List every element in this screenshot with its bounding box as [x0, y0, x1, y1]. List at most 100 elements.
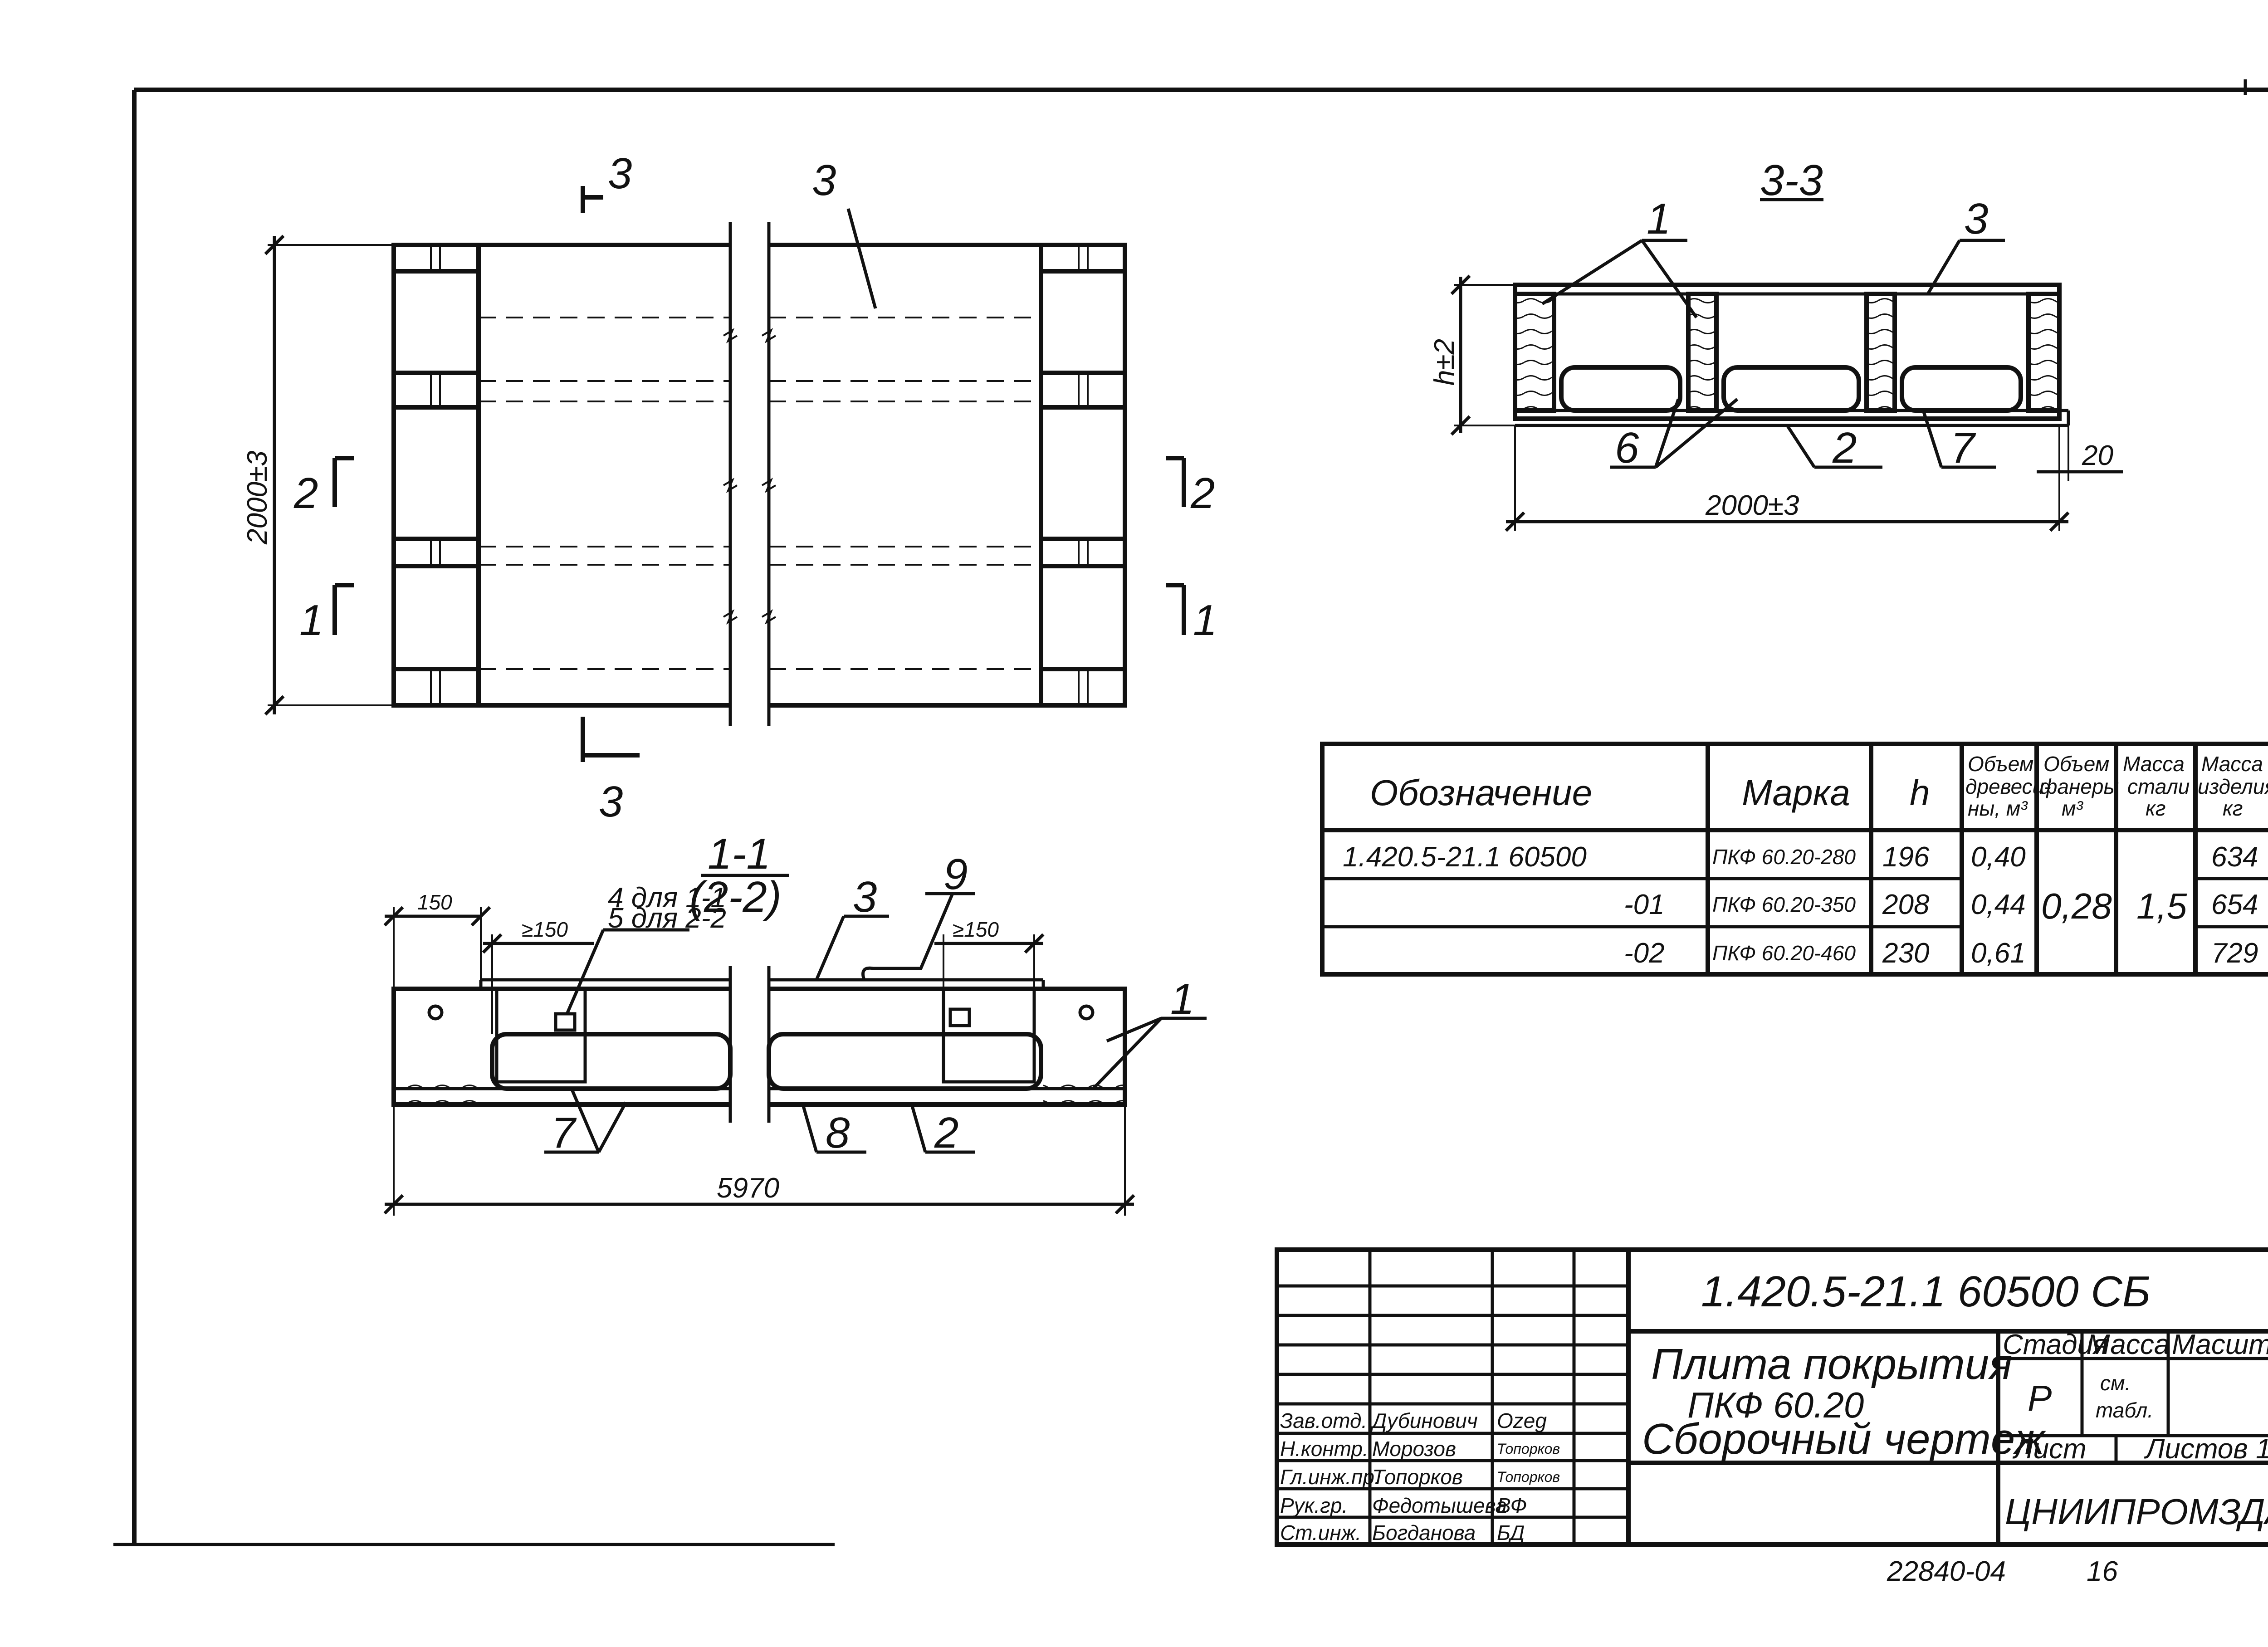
section-11-note-5: 5 для 2-2 [608, 903, 726, 934]
title-block [1275, 1247, 2268, 1547]
section-11-note-4: 4 для 1-1 [608, 882, 726, 914]
title-line-2: ПКФ 60.20 [1687, 1385, 1864, 1425]
section-33-overhang-dimension: 20 [2082, 440, 2113, 471]
plan-cut-3-bottom: 3 [599, 777, 623, 826]
title-doc-code: 1.420.5-21.1 60500 СБ [1701, 1267, 2151, 1316]
table-row-2-mark: ПКФ 60.20-350 [1712, 893, 1856, 916]
section-11-callout-3: 3 [853, 873, 877, 921]
table-merged-vol-ply: 0,28 [2041, 886, 2112, 926]
section-33-callout-7: 7 [1950, 424, 1976, 472]
section-1-1 [383, 874, 1207, 1216]
section-11-callout-8: 8 [826, 1109, 850, 1157]
title-sheet-label: Лист [2012, 1433, 2087, 1465]
signature-role-2: Н.контр. [1280, 1437, 1369, 1461]
table-header-designation: Обозначение [1370, 772, 1592, 813]
table-header-h: h [1910, 772, 1930, 813]
table-row-3-h: 230 [1882, 938, 1929, 969]
title-organization: ЦНИИПРОМЗДАНИЙ [2005, 1491, 2268, 1532]
archive-sheet: 16 [2087, 1556, 2118, 1587]
section-33-height-dimension: h±2 [1429, 339, 1460, 386]
table-row-3-vol-wood: 0,61 [1971, 938, 2026, 969]
section-11-callout-7: 7 [551, 1109, 577, 1157]
spec-table [1320, 742, 2268, 977]
table-header-vol-ply-3: м³ [2062, 797, 2084, 820]
signature-sign-3: Топорков [1497, 1469, 1560, 1485]
section-33-callout-3: 3 [1964, 195, 1988, 243]
table-header-vol-ply-2: фанеры [2040, 775, 2119, 798]
signature-sign-4: ВФ [1497, 1494, 1527, 1517]
table-row-2-designation: -01 [1624, 889, 1665, 920]
title-stage-value: Р [2028, 1378, 2052, 1418]
table-header-vol-wood-1: Объем [1968, 752, 2033, 776]
section-11-title-top: 1-1 [708, 830, 771, 878]
table-row-1-mass-item: 634 [2211, 841, 2258, 873]
signature-name-5: Богданова [1372, 1521, 1476, 1544]
title-scale-label: Масштаб [2172, 1329, 2268, 1360]
table-row-3-designation: -02 [1624, 938, 1665, 969]
signature-name-2: Морозов [1372, 1437, 1456, 1461]
table-row-2-vol-wood: 0,44 [1971, 889, 2026, 920]
signature-sign-5: БД [1497, 1521, 1525, 1544]
title-mass-value-1: см. [2100, 1371, 2131, 1395]
table-header-mass-item-3: кг [2223, 797, 2243, 820]
plan-cut-2-right: 2 [1190, 469, 1215, 518]
table-header-mass-item-2: изделия [2198, 775, 2268, 798]
table-header-mass-steel-3: кг [2146, 797, 2165, 820]
signature-role-5: Ст.инж. [1280, 1521, 1361, 1544]
section-11-callout-1: 1 [1170, 975, 1194, 1023]
sheet-frame [113, 79, 2268, 1547]
table-row-2-h: 208 [1882, 889, 1930, 920]
title-mass-label: Масса [2087, 1329, 2170, 1360]
section-33-callout-1: 1 [1647, 195, 1671, 243]
plan-cut-3-top: 3 [608, 149, 632, 198]
table-header-mark: Марка [1742, 772, 1850, 813]
plan-view [264, 186, 1186, 762]
signature-name-3: Топорков [1372, 1465, 1463, 1489]
table-header-vol-wood-3: ны, м³ [1968, 797, 2028, 820]
title-stage-label: Стадия [2003, 1329, 2108, 1360]
table-header-mass-steel-1: Масса [2123, 752, 2185, 776]
table-row-3-mark: ПКФ 60.20-460 [1712, 941, 1856, 965]
section-11-callout-9: 9 [943, 850, 968, 899]
section-33-callout-2: 2 [1832, 424, 1857, 472]
section-11-dim-ge150-left: ≥150 [522, 918, 568, 941]
section-33-title: 3-3 [1760, 156, 1823, 205]
section-11-dim-ge150-right: ≥150 [953, 918, 999, 941]
table-merged-mass-steel: 1,5 [2136, 886, 2187, 926]
table-header-vol-ply-1: Объем [2043, 752, 2109, 776]
plan-width-dimension: 2000±3 [242, 451, 273, 545]
table-row-1-vol-wood: 0,40 [1971, 841, 2026, 873]
table-row-1-designation: 1.420.5-21.1 60500 [1343, 841, 1587, 873]
title-line-3: Сборочный чертеж [1642, 1415, 2046, 1463]
table-row-1-h: 196 [1882, 841, 1930, 873]
signature-role-3: Гл.инж.пр. [1280, 1465, 1380, 1489]
page-number: 120 [2266, 47, 2268, 87]
signature-role-1: Зав.отд. [1280, 1409, 1367, 1432]
section-33-width-dimension: 2000±3 [1705, 490, 1799, 521]
table-header-mass-item-1: Масса [2201, 752, 2263, 776]
plan-cut-2-left: 2 [293, 469, 318, 518]
signature-role-4: Рук.гр. [1280, 1494, 1348, 1517]
plan-cut-1-right: 1 [1193, 596, 1217, 645]
table-header-mass-steel-2: стали [2127, 775, 2190, 798]
archive-code: 22840-04 [1887, 1556, 2006, 1587]
signature-name-4: Федотышева [1372, 1494, 1507, 1517]
section-33-callout-6: 6 [1615, 424, 1639, 472]
section-11-callout-2: 2 [934, 1109, 958, 1157]
table-header-vol-wood-2: древеси- [1965, 775, 2051, 798]
title-line-1: Плита покрытия [1651, 1340, 2012, 1388]
plan-callout-3: 3 [812, 156, 836, 205]
signature-sign-2: Топорков [1497, 1441, 1560, 1457]
table-row-2-mass-item: 654 [2211, 889, 2258, 920]
title-mass-value-2: табл. [2096, 1398, 2153, 1422]
section-11-dim-150: 150 [417, 890, 452, 914]
table-row-3-mass-item: 729 [2211, 938, 2258, 969]
signature-sign-1: Ozeg [1497, 1409, 1547, 1432]
section-11-title-bottom: (2-2) [689, 873, 782, 921]
section-3-3 [1450, 198, 2123, 532]
signature-name-1: Дубинович [1370, 1409, 1478, 1432]
section-11-length-dimension: 5970 [717, 1173, 779, 1204]
table-row-1-mark: ПКФ 60.20-280 [1712, 845, 1856, 869]
title-sheets-label: Листов 1 [2144, 1433, 2268, 1465]
